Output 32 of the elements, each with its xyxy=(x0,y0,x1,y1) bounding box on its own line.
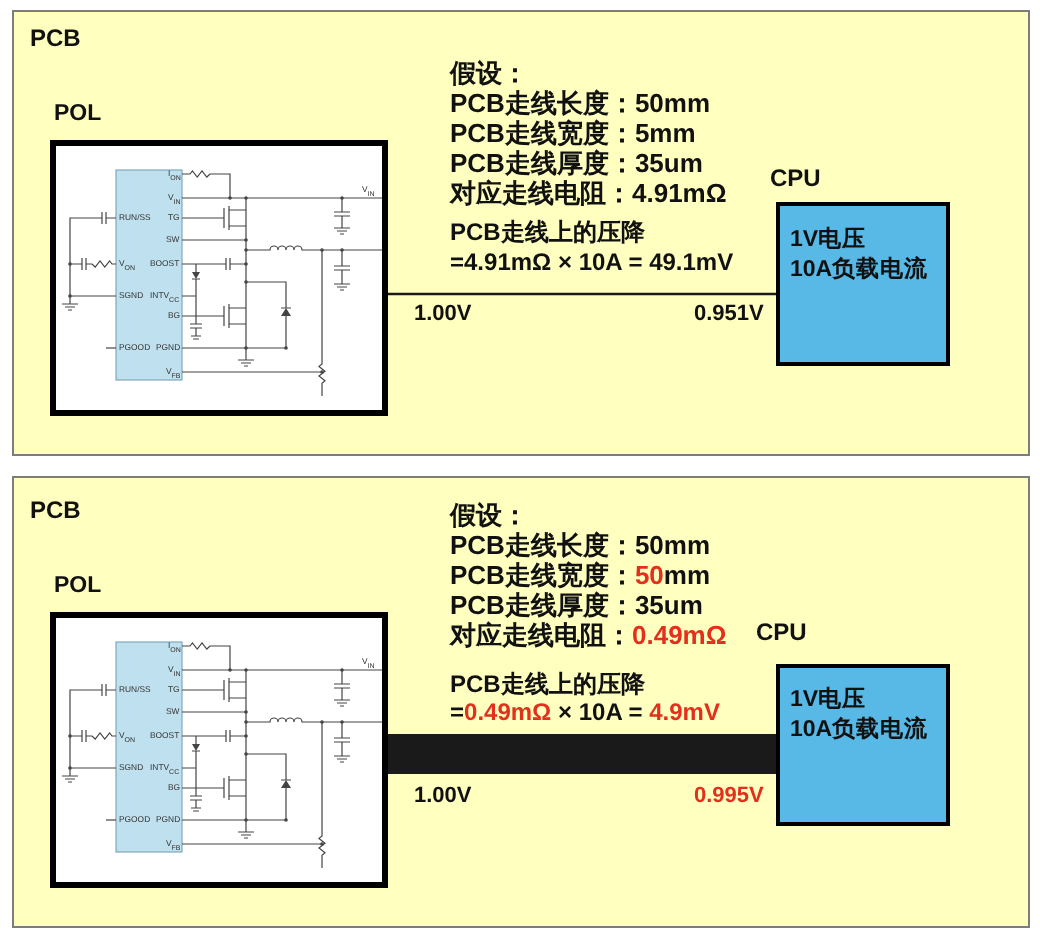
assumption-line: 对应走线电阻：4.91mΩ xyxy=(450,179,727,209)
processor-title: CPU xyxy=(756,620,807,648)
module-title: POL xyxy=(54,102,102,129)
board-title: PCB xyxy=(30,26,81,54)
trace-line xyxy=(388,734,776,774)
spec-text: 1V电压 xyxy=(790,228,867,255)
assumption-line: PCB走线厚度：35um xyxy=(450,149,703,179)
assumption-line: PCB走线宽度：50mm xyxy=(450,561,711,591)
formula-heading: PCB走线上的压降 xyxy=(450,220,645,248)
module-title: POL xyxy=(54,574,102,601)
voltage-label: 0.995V xyxy=(694,784,764,810)
formula-text: =0.49mΩ × 10A = 4.9mV xyxy=(450,700,720,728)
assumption-heading: 假设： xyxy=(450,59,528,89)
assumption-line: PCB走线厚度：35um xyxy=(450,591,703,621)
spec-text: 10A负载电流 xyxy=(790,258,929,285)
circuit-board xyxy=(12,476,1030,928)
board-title: PCB xyxy=(30,498,81,526)
voltage-label: 1.00V xyxy=(414,784,472,810)
trace-line xyxy=(388,292,776,296)
assumption-heading: 假设： xyxy=(450,501,528,531)
assumption-line: PCB走线宽度：5mm xyxy=(450,119,696,149)
spec-text: 1V电压 xyxy=(790,688,867,715)
circuit-board xyxy=(12,10,1030,456)
assumption-line: 对应走线电阻：0.49mΩ xyxy=(450,621,727,651)
assumption-line: PCB走线长度：50mm xyxy=(450,89,711,119)
formula-text: =4.91mΩ × 10A = 49.1mV xyxy=(450,250,734,278)
voltage-label: 1.00V xyxy=(414,302,472,328)
voltage-label: 0.951V xyxy=(694,302,764,328)
spec-text: 10A负载电流 xyxy=(790,718,929,745)
assumption-line: PCB走线长度：50mm xyxy=(450,531,711,561)
formula-heading: PCB走线上的压降 xyxy=(450,672,645,700)
processor-title: CPU xyxy=(770,166,821,194)
